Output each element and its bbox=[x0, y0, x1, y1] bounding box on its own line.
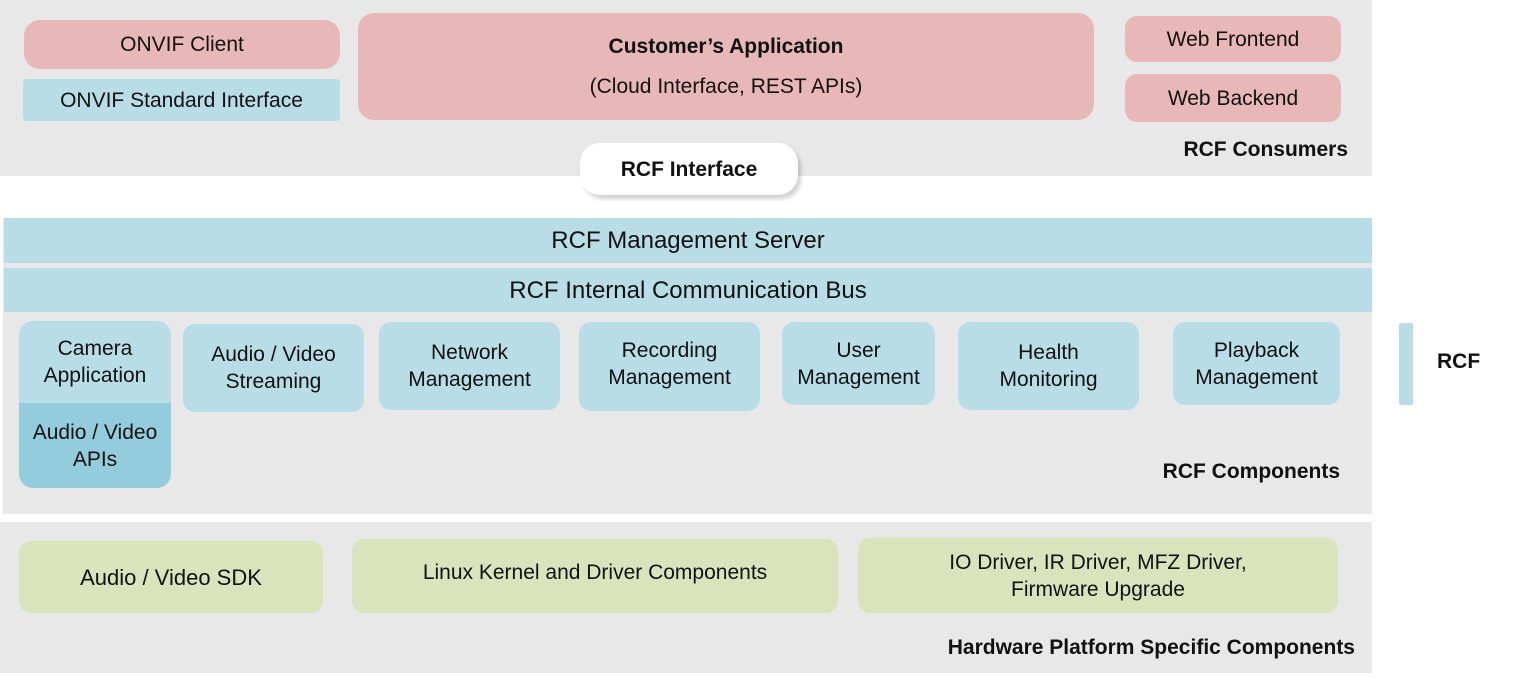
component-recording-management: Recording Management bbox=[579, 322, 760, 411]
web-backend: Web Backend bbox=[1125, 74, 1341, 122]
camera-application: Camera Application bbox=[19, 321, 171, 403]
onvif-client-label: ONVIF Client bbox=[120, 33, 244, 56]
rcf-management-server: RCF Management Server bbox=[4, 218, 1372, 263]
management-server-label: RCF Management Server bbox=[551, 227, 825, 254]
rcf-internal-communication-bus: RCF Internal Communication Bus bbox=[4, 268, 1372, 312]
component-playback-management: Playback Management bbox=[1173, 322, 1340, 405]
component-label: Network Management bbox=[408, 341, 531, 391]
audio-video-apis-label: Audio / Video APIs bbox=[32, 420, 158, 471]
rcf-legend-label: RCF bbox=[1437, 350, 1481, 373]
hw-audio-video-sdk: Audio / Video SDK bbox=[19, 541, 323, 613]
hw-io-drivers: IO Driver, IR Driver, MFZ Driver, Firmwa… bbox=[858, 538, 1338, 613]
hw-linux-kernel: Linux Kernel and Driver Components bbox=[352, 539, 838, 613]
component-label: Playback Management bbox=[1195, 338, 1318, 389]
onvif-standard-interface: ONVIF Standard Interface bbox=[23, 79, 340, 121]
web-frontend-label: Web Frontend bbox=[1166, 27, 1300, 51]
bus-label: RCF Internal Communication Bus bbox=[509, 276, 867, 304]
component-label: Health Monitoring bbox=[999, 341, 1098, 391]
component-label: Audio / Video Streaming bbox=[211, 343, 336, 393]
component-audio-video-streaming: Audio / Video Streaming bbox=[183, 324, 364, 412]
hw-label: Linux Kernel and Driver Components bbox=[422, 560, 768, 584]
hw-label: IO Driver, IR Driver, MFZ Driver, Firmwa… bbox=[949, 550, 1247, 601]
customer-app-title: Customer’s Application bbox=[608, 34, 844, 58]
web-backend-label: Web Backend bbox=[1167, 86, 1299, 110]
rcf-consumers-label: RCF Consumers bbox=[1183, 138, 1348, 161]
rcf-components-label: RCF Components bbox=[1162, 460, 1340, 483]
component-network-management: Network Management bbox=[379, 322, 560, 410]
component-user-management: User Management bbox=[782, 322, 935, 405]
component-label: Recording Management bbox=[608, 338, 731, 389]
web-frontend: Web Frontend bbox=[1125, 16, 1341, 62]
audio-video-apis: Audio / Video APIs bbox=[19, 403, 171, 488]
onvif-client: ONVIF Client bbox=[24, 20, 340, 69]
component-camera-application: Camera Application Audio / Video APIs bbox=[19, 321, 171, 488]
customers-application: Customer’s Application (Cloud Interface,… bbox=[358, 13, 1094, 120]
component-label: User Management bbox=[797, 338, 920, 389]
hardware-label: Hardware Platform Specific Components bbox=[947, 636, 1355, 659]
rcf-interface-label: RCF Interface bbox=[620, 157, 758, 181]
hw-label: Audio / Video SDK bbox=[80, 564, 262, 590]
rcf-interface: RCF Interface bbox=[580, 143, 798, 195]
onvif-standard-label: ONVIF Standard Interface bbox=[60, 88, 303, 112]
customer-app-subtitle: (Cloud Interface, REST APIs) bbox=[589, 74, 863, 98]
component-health-monitoring: Health Monitoring bbox=[958, 322, 1139, 410]
rcf-legend-swatch bbox=[1399, 323, 1413, 405]
camera-application-label: Camera Application bbox=[43, 337, 147, 387]
